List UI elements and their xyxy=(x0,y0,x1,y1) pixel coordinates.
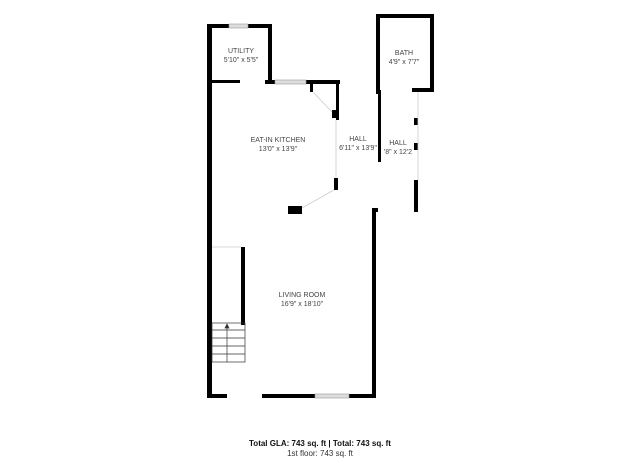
room-dims: 5'10" x 5'5" xyxy=(223,57,259,64)
room-name: UTILITY xyxy=(227,48,255,55)
room-dims: 4'9" x 7'7" xyxy=(388,59,420,66)
room-label-kitchen: EAT-IN KITCHEN 13'0" x 13'9" xyxy=(251,136,306,154)
room-dims: 16'9" x 18'10" xyxy=(280,301,324,308)
room-label-living-room: LIVING ROOM 16'9" x 18'10" xyxy=(279,291,326,309)
room-label-bath: BATH 4'9" x 7'7" xyxy=(389,49,420,67)
stairs xyxy=(211,322,246,363)
room-dims: 13'0" x 13'9" xyxy=(258,146,298,153)
door-lines xyxy=(212,91,419,248)
room-name: HALL xyxy=(349,136,367,143)
floor-area: 1st floor: 743 sq. ft xyxy=(287,449,353,458)
room-dims: '8" x 12'2 xyxy=(383,149,413,156)
windows xyxy=(228,23,350,399)
walls xyxy=(207,14,434,398)
room-name: HALL xyxy=(389,140,407,147)
room-label-hall: HALL 6'11" x 13'9" xyxy=(339,135,377,153)
room-label-utility: UTILITY 5'10" x 5'5" xyxy=(224,47,259,65)
room-label-hall-2: HALL '8" x 12'2 xyxy=(384,139,412,157)
total-area-text: Total GLA: 743 sq. ft | Total: 743 sq. f… xyxy=(249,439,391,448)
room-name: BATH xyxy=(394,50,414,57)
room-name: EAT-IN KITCHEN xyxy=(250,137,306,144)
room-name: LIVING ROOM xyxy=(278,292,326,299)
room-dims: 6'11" x 13'9" xyxy=(339,145,377,152)
total-area: Total GLA: 743 sq. ft | Total: 743 sq. f… xyxy=(249,439,391,448)
